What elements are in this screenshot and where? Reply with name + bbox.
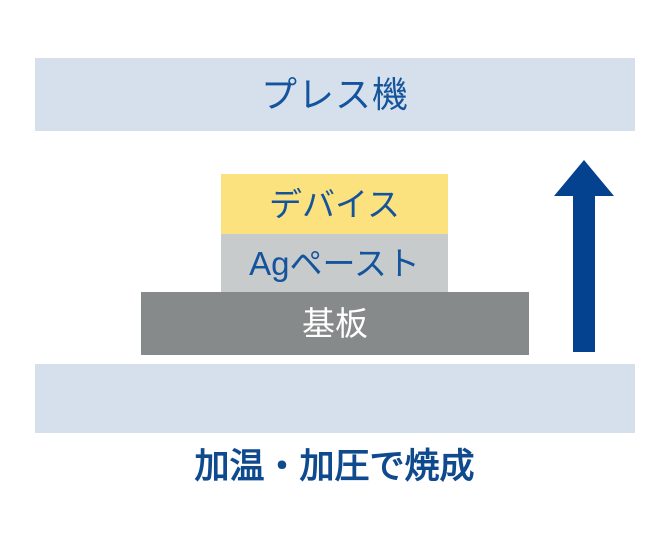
- arrow-up-icon: [553, 160, 615, 352]
- stack-layer-substrate: 基板: [141, 292, 529, 355]
- arrow-up-shape: [554, 160, 614, 352]
- press-plate-top-label: プレス機: [260, 73, 409, 115]
- stack-layer-substrate-label: 基板: [302, 305, 368, 342]
- diagram-caption-text: 加温・加圧で焼成: [194, 446, 475, 486]
- stack-layer-device: デバイス: [221, 174, 448, 234]
- stack-layer-device-label: デバイス: [268, 185, 400, 223]
- press-plate-top: プレス機: [35, 58, 635, 131]
- stack-layer-ag-paste: Agペースト: [221, 234, 448, 292]
- diagram-caption: 加温・加圧で焼成: [0, 440, 669, 486]
- stack-layer-ag-paste-label: Agペースト: [249, 244, 420, 282]
- arrow-up-icon-svg: [554, 160, 614, 352]
- press-plate-bottom: [35, 364, 635, 433]
